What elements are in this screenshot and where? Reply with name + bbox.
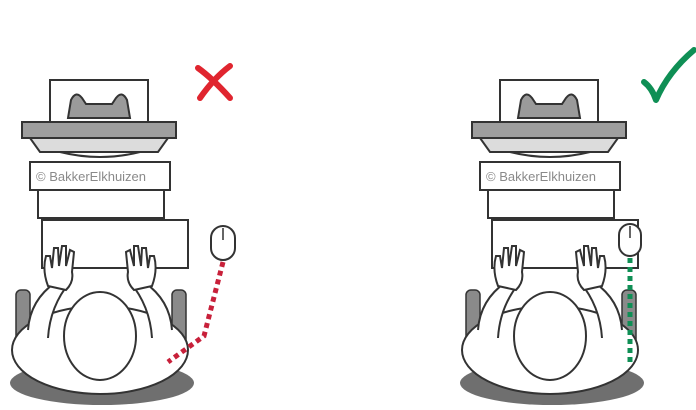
watermark-left: © BakkerElkhuizen xyxy=(36,169,146,184)
cross-icon xyxy=(198,66,230,98)
panel-wrong: © BakkerElkhuizen xyxy=(10,66,235,405)
checkmark-icon xyxy=(644,50,694,100)
mouse-icon xyxy=(619,224,641,256)
watermark-right: © BakkerElkhuizen xyxy=(486,169,596,184)
mouse-icon xyxy=(211,226,235,260)
panel-right: © BakkerElkhuizen xyxy=(460,50,694,405)
